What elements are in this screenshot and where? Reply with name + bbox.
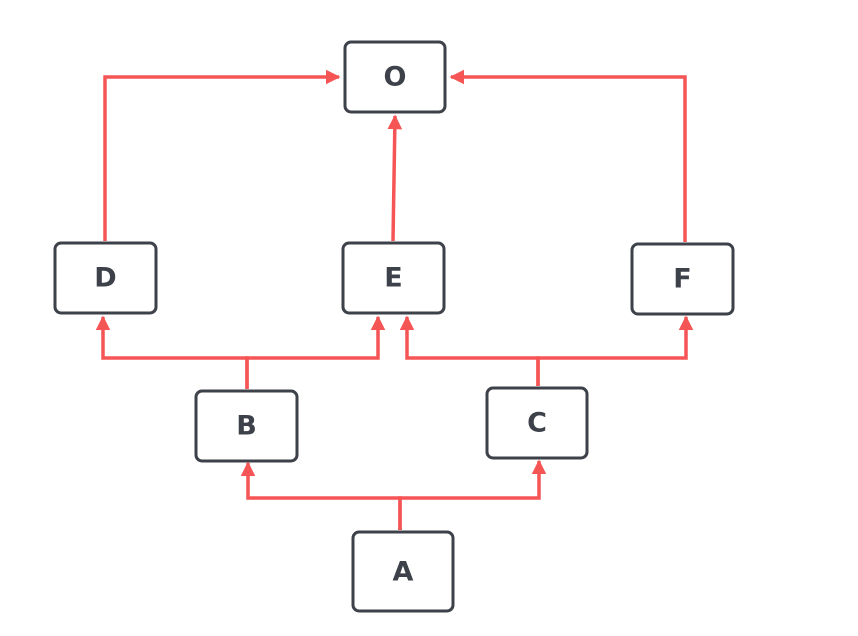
- node-d-box: [53, 241, 158, 315]
- node-c: C: [485, 386, 589, 460]
- node-f: F: [630, 242, 735, 316]
- edge-b-to-d: [95, 315, 249, 389]
- node-f-label: F: [673, 264, 691, 295]
- node-c-box: [485, 386, 589, 460]
- edge-a-to-b-line: [240, 461, 402, 530]
- edge-c-to-e: [399, 315, 540, 386]
- edge-c-to-e-line: [399, 315, 540, 386]
- nodes: O D E F B C A: [53, 40, 735, 613]
- edge-a-to-c: [398, 459, 547, 530]
- edge-f-to-o: [449, 69, 687, 242]
- node-b-label: B: [236, 411, 257, 442]
- edge-c-to-f: [536, 315, 694, 386]
- node-a-label: A: [393, 557, 414, 588]
- edge-b-to-e-line: [245, 315, 386, 389]
- edge-b-to-d-line: [95, 315, 249, 389]
- edge-d-to-o-line: [103, 69, 341, 241]
- edge-d-to-o: [103, 69, 341, 241]
- node-o-label: O: [384, 62, 407, 93]
- node-d: D: [53, 241, 158, 315]
- node-d-label: D: [94, 263, 116, 294]
- edge-b-to-e: [245, 315, 386, 389]
- node-e-label: E: [384, 263, 402, 294]
- node-a-box: [351, 530, 455, 613]
- edge-e-to-o: [387, 114, 403, 242]
- node-b-box: [194, 389, 299, 463]
- edges: [95, 69, 694, 530]
- node-b: B: [194, 389, 299, 463]
- node-c-label: C: [527, 408, 547, 439]
- node-o: O: [343, 40, 447, 114]
- node-o-box: [343, 40, 447, 114]
- edge-f-to-o-line: [449, 69, 687, 242]
- node-e: E: [341, 241, 446, 315]
- edge-a-to-b: [240, 461, 402, 530]
- edge-c-to-f-line: [536, 315, 694, 386]
- node-e-box: [341, 241, 446, 315]
- edge-a-to-c-line: [398, 459, 547, 530]
- edge-e-to-o-line: [387, 114, 403, 242]
- node-a: A: [351, 530, 455, 613]
- node-f-box: [630, 242, 735, 316]
